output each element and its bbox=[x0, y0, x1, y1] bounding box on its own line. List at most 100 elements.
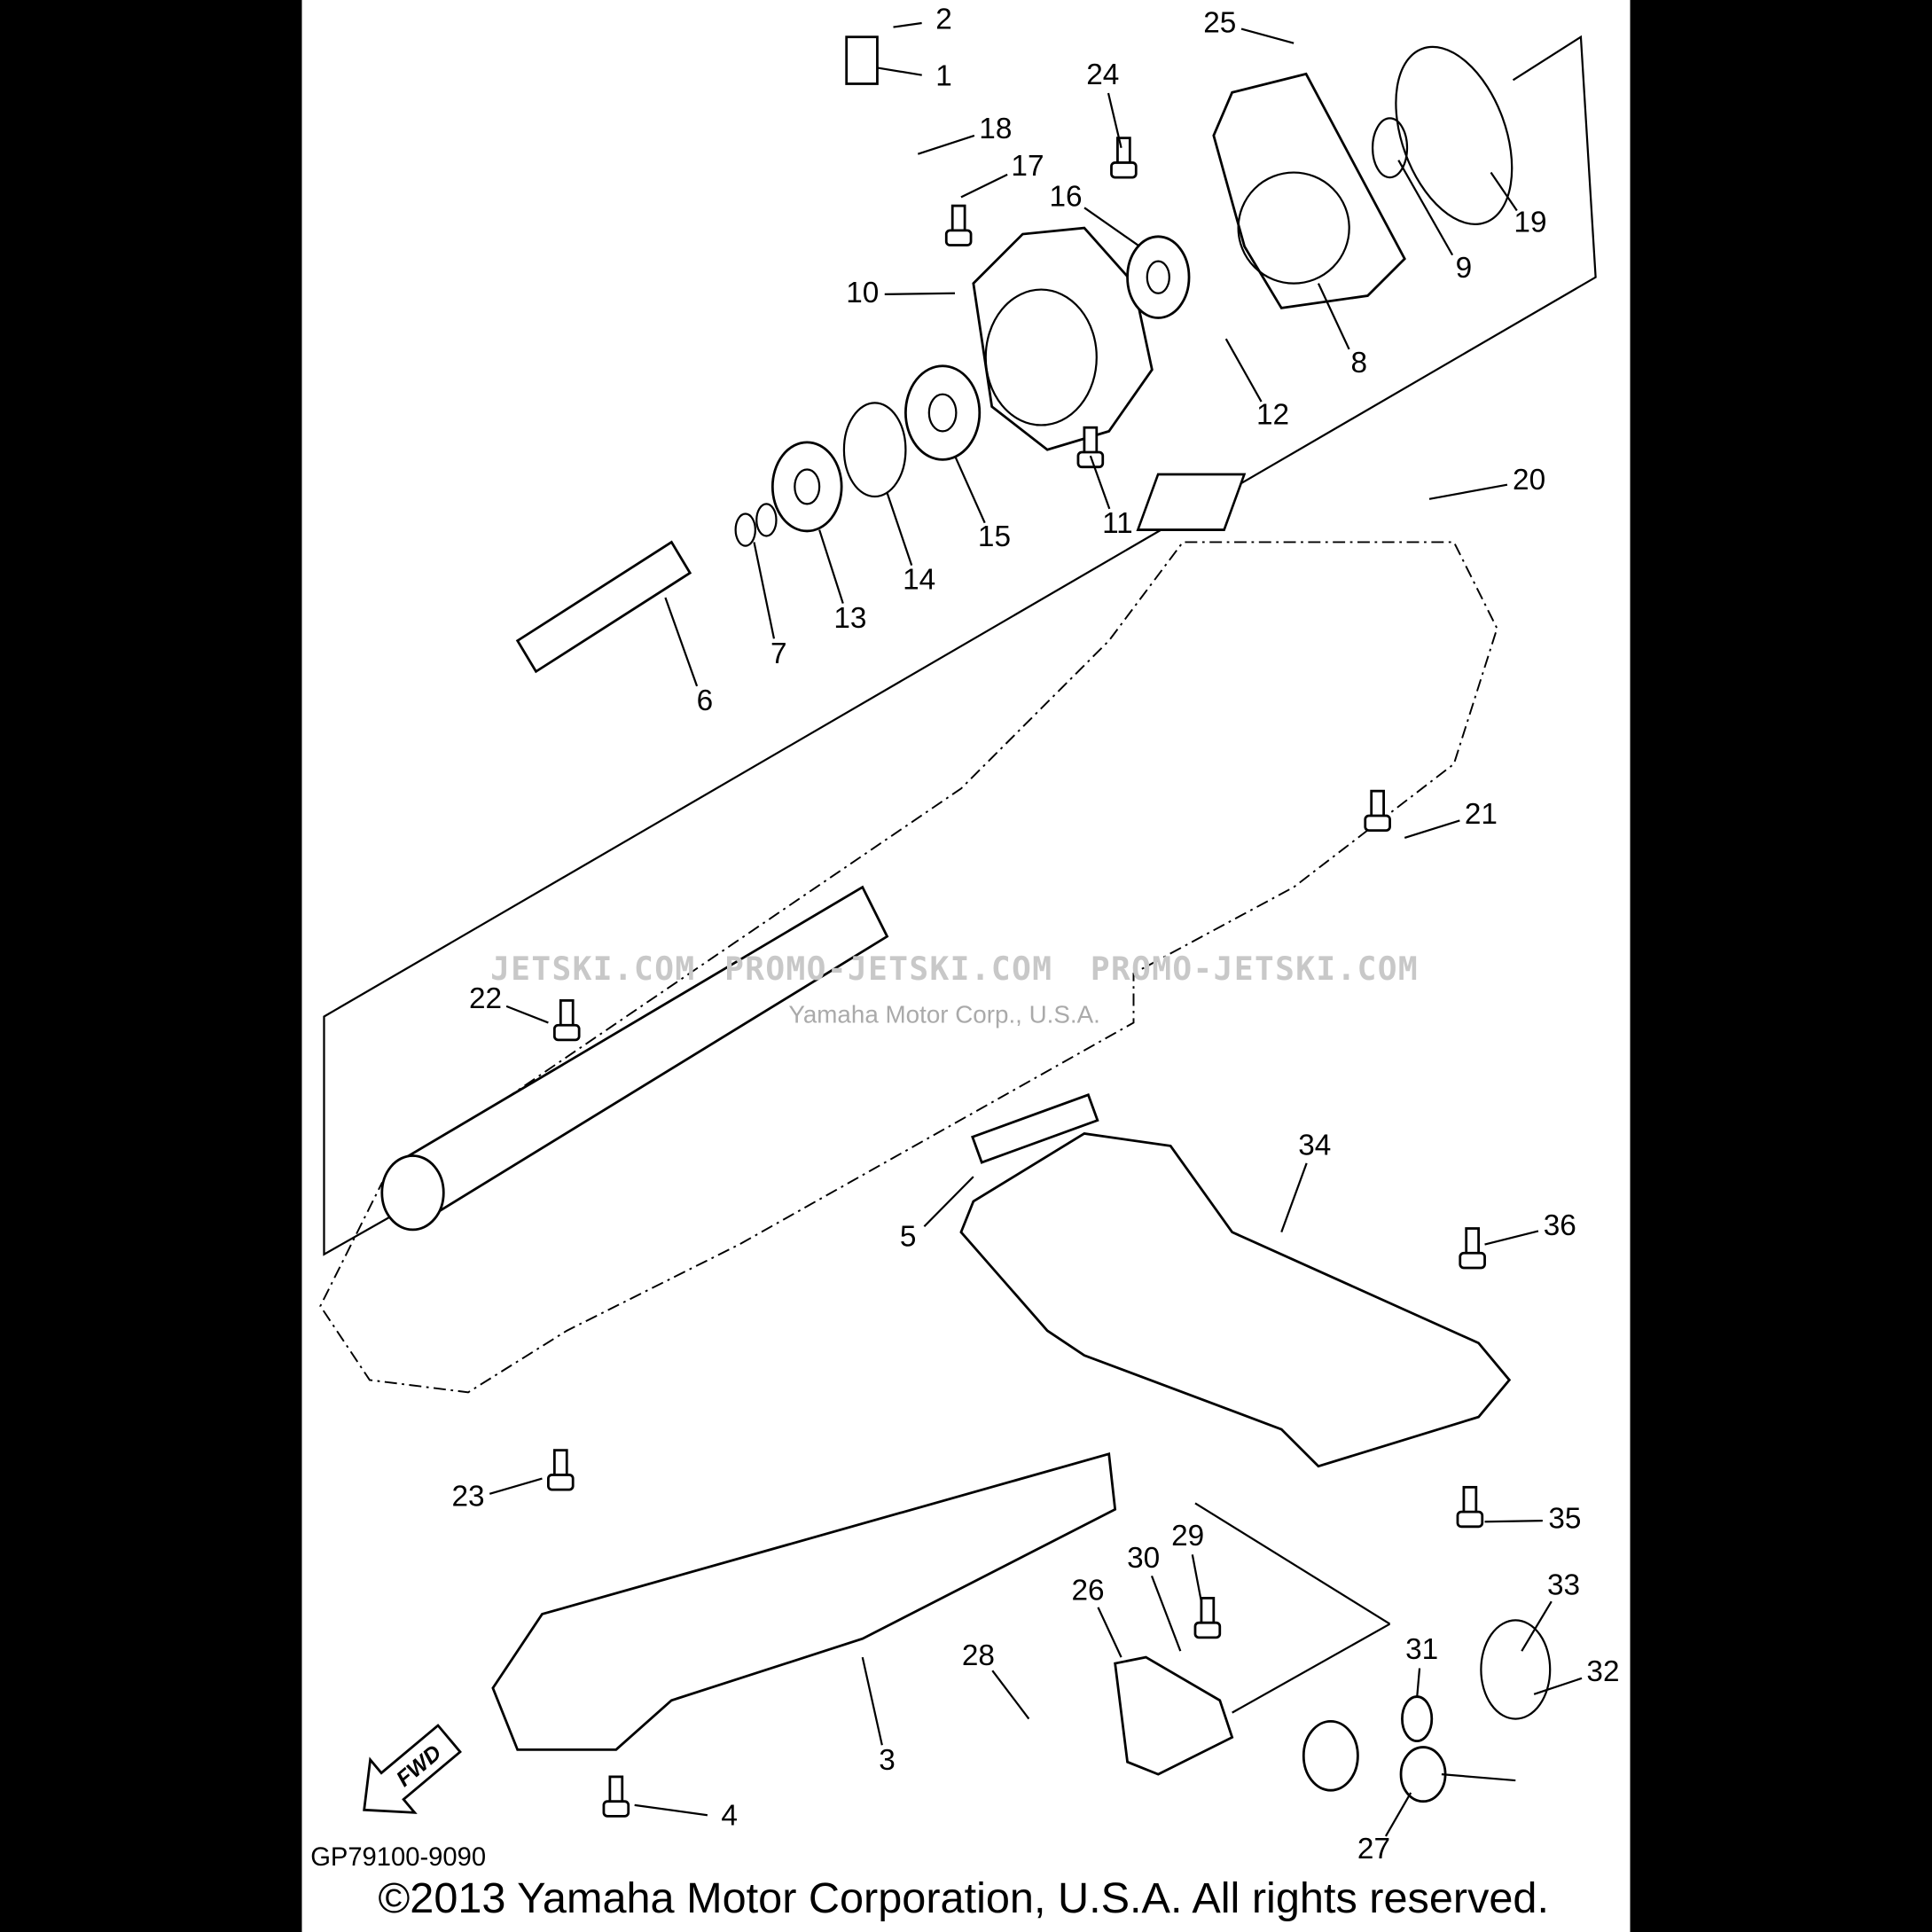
housing-10 bbox=[972, 226, 1154, 451]
callout-23: 23 bbox=[452, 1481, 485, 1514]
leader-line-29 bbox=[1191, 1554, 1203, 1602]
intake-grate-3 bbox=[491, 1452, 1117, 1751]
callout-35: 35 bbox=[1548, 1503, 1581, 1536]
watermark-2: PROMO-JETSKI.COM bbox=[724, 950, 1052, 988]
callout-29: 29 bbox=[1171, 1520, 1204, 1553]
plate-34 bbox=[959, 1132, 1512, 1468]
hose-1 bbox=[845, 35, 879, 85]
assembly-frame bbox=[323, 35, 1597, 1714]
spacer-5 bbox=[971, 1093, 1099, 1164]
leader-line-32 bbox=[1533, 1677, 1583, 1695]
leader-line-18 bbox=[917, 134, 975, 155]
watermark-3: PROMO-JETSKI.COM bbox=[1091, 950, 1419, 988]
watermark: JETSKI.COM PROMO-JETSKI.COM PROMO-JETSKI… bbox=[490, 950, 1419, 1029]
callout-19: 19 bbox=[1514, 207, 1546, 239]
callout-21: 21 bbox=[1465, 798, 1498, 831]
watermark-overlay: Yamaha Motor Corp., U.S.A. bbox=[788, 1000, 1100, 1028]
callout-13: 13 bbox=[833, 602, 866, 635]
leader-line-12 bbox=[1224, 338, 1263, 403]
leader-line-5 bbox=[923, 1176, 974, 1228]
callout-11: 11 bbox=[1102, 507, 1133, 540]
pump-assembly bbox=[515, 35, 1514, 674]
bearing-15 bbox=[904, 364, 982, 461]
callout-labels: 2118171625241991081220111514137621223436… bbox=[452, 3, 1620, 1866]
callout-22: 22 bbox=[469, 982, 502, 1015]
diagram-sheet bbox=[301, 0, 1631, 1932]
callout-24: 24 bbox=[1086, 59, 1119, 91]
leader-line-25 bbox=[1240, 27, 1295, 44]
leader-line-8 bbox=[1317, 283, 1350, 350]
plate-20 bbox=[1136, 473, 1247, 531]
bolt bbox=[1193, 1597, 1222, 1639]
callout-28: 28 bbox=[962, 1639, 995, 1672]
callout-33: 33 bbox=[1547, 1569, 1580, 1602]
copyright: ©2013 Yamaha Motor Corporation, U.S.A. A… bbox=[378, 1874, 1549, 1922]
leader-line-28 bbox=[991, 1670, 1030, 1720]
leader-line-36 bbox=[1484, 1230, 1539, 1246]
o-ring-19 bbox=[1395, 45, 1514, 225]
leader-line-7 bbox=[753, 542, 776, 639]
callout-12: 12 bbox=[1256, 399, 1289, 432]
callout-32: 32 bbox=[1586, 1655, 1619, 1688]
bracket-26 bbox=[1114, 1655, 1234, 1776]
leader-line-10 bbox=[884, 292, 956, 295]
callout-36: 36 bbox=[1544, 1209, 1576, 1242]
shaft-6 bbox=[515, 540, 692, 674]
bolt bbox=[1456, 1485, 1484, 1529]
housing-8 bbox=[1212, 72, 1406, 309]
callout-18: 18 bbox=[979, 113, 1012, 145]
leader-line-19 bbox=[1490, 171, 1518, 212]
leader-line-13 bbox=[818, 529, 844, 604]
watermark-1: JETSKI.COM bbox=[490, 950, 695, 988]
bolts bbox=[547, 137, 1486, 1818]
bolt bbox=[1110, 137, 1138, 179]
band-33 bbox=[1480, 1619, 1552, 1720]
leader-line-21 bbox=[1404, 819, 1460, 840]
callout-8: 8 bbox=[1351, 347, 1368, 379]
callout-27: 27 bbox=[1357, 1833, 1390, 1866]
leader-line-22 bbox=[505, 1005, 549, 1024]
callout-15: 15 bbox=[978, 520, 1011, 553]
leader-line-24 bbox=[1107, 92, 1122, 149]
leader-line-23 bbox=[489, 1477, 543, 1495]
callout-16: 16 bbox=[1050, 181, 1083, 214]
leader-line-11 bbox=[1089, 455, 1111, 510]
leader-line-20 bbox=[1428, 483, 1508, 500]
leader-line-26 bbox=[1097, 1607, 1122, 1658]
part-code: GP79100-9090 bbox=[310, 1843, 486, 1872]
leader-line-17 bbox=[960, 173, 1008, 199]
callout-1: 1 bbox=[935, 59, 952, 92]
callout-34: 34 bbox=[1298, 1130, 1331, 1162]
bolt bbox=[1076, 426, 1105, 469]
callout-25: 25 bbox=[1203, 7, 1236, 40]
leader-line-30 bbox=[1150, 1575, 1182, 1652]
bearing-13 bbox=[770, 441, 843, 533]
callout-4: 4 bbox=[721, 1800, 738, 1833]
leader-line-6 bbox=[664, 597, 699, 687]
o-ring-9 bbox=[1371, 117, 1409, 179]
leader-line-33 bbox=[1521, 1600, 1553, 1652]
callout-31: 31 bbox=[1405, 1633, 1438, 1666]
callout-26: 26 bbox=[1072, 1574, 1105, 1607]
callout-17: 17 bbox=[1011, 150, 1044, 183]
leader-line-15 bbox=[953, 455, 986, 524]
callout-20: 20 bbox=[1513, 464, 1545, 497]
bolt bbox=[1459, 1227, 1486, 1270]
leader-line-14 bbox=[886, 492, 913, 566]
callout-10: 10 bbox=[846, 277, 879, 309]
callout-14: 14 bbox=[903, 564, 935, 597]
leader-line-34 bbox=[1280, 1162, 1308, 1233]
bolt bbox=[1364, 789, 1391, 833]
callout-6: 6 bbox=[697, 684, 714, 717]
leader-line-3 bbox=[861, 1656, 883, 1746]
leader-line-1 bbox=[877, 66, 922, 76]
leader-line-31 bbox=[1416, 1668, 1421, 1699]
callout-2: 2 bbox=[935, 3, 952, 35]
leader-line-9 bbox=[1397, 160, 1454, 256]
callout-9: 9 bbox=[1456, 252, 1473, 285]
leader-line-2 bbox=[893, 21, 922, 28]
bearing-16 bbox=[1126, 235, 1191, 319]
callout-5: 5 bbox=[900, 1220, 917, 1253]
seal-31 bbox=[1401, 1695, 1434, 1742]
